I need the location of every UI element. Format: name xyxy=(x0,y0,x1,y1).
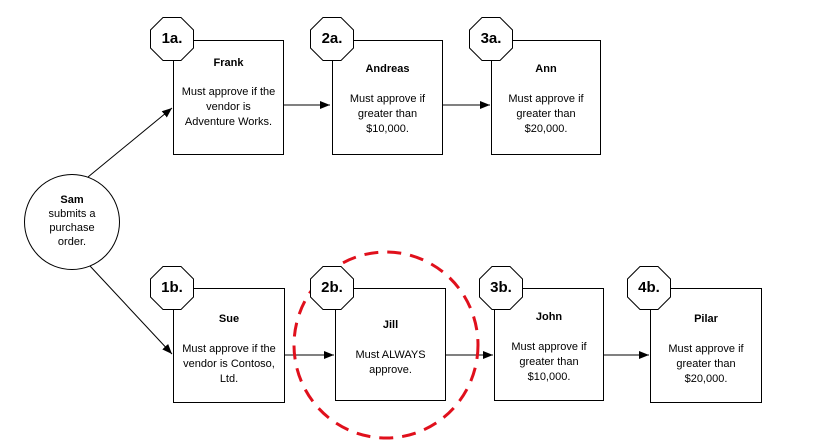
step-badge-3a: 3a. xyxy=(469,17,513,61)
step-description: Must approve if greater than $10,000. xyxy=(511,341,587,383)
badge-label: 2b. xyxy=(321,279,343,296)
step-name: John xyxy=(535,311,563,323)
start-node-sam: Sam submits a purchase order. xyxy=(24,174,120,270)
step-badge-1a: 1a. xyxy=(150,17,194,61)
step-badge-4b: 4b. xyxy=(627,266,671,310)
step-box-jill: Jill Must ALWAYS approve. xyxy=(335,288,446,401)
step-name: Frank xyxy=(213,57,244,69)
badge-label: 4b. xyxy=(638,279,660,296)
step-badge-2b: 2b. xyxy=(310,266,354,310)
badge-label: 1a. xyxy=(161,30,183,47)
step-description: Must approve if greater than $20,000. xyxy=(508,93,584,135)
step-name: Andreas xyxy=(365,63,410,75)
start-node-description: submits a purchase order. xyxy=(48,208,96,248)
step-name: Pilar xyxy=(694,313,718,325)
badge-label: 2a. xyxy=(321,30,343,47)
step-description: Must ALWAYS approve. xyxy=(355,349,426,376)
highlight-dashed-circle xyxy=(292,250,480,440)
badge-label: 3a. xyxy=(480,30,502,47)
step-name: Ann xyxy=(535,63,557,75)
badge-label: 3b. xyxy=(490,279,512,296)
arrow-sam-to-sue xyxy=(89,265,173,355)
step-box-andreas: Andreas Must approve if greater than $10… xyxy=(332,40,443,155)
step-box-pilar: Pilar Must approve if greater than $20,0… xyxy=(650,288,762,403)
step-badge-2a: 2a. xyxy=(310,17,354,61)
step-box-sue: Sue Must approve if the vendor is Contos… xyxy=(173,288,285,403)
arrow-sam-to-frank xyxy=(87,107,173,178)
step-description: Must approve if greater than $10,000. xyxy=(349,93,426,135)
step-box-frank: Frank Must approve if the vendor is Adve… xyxy=(173,40,284,155)
step-description: Must approve if greater than $20,000. xyxy=(668,343,744,385)
step-description: Must approve if the vendor is Adventure … xyxy=(181,86,276,128)
start-node-name: Sam xyxy=(60,194,84,206)
step-badge-3b: 3b. xyxy=(479,266,523,310)
step-name: Sue xyxy=(218,313,240,325)
step-name: Jill xyxy=(382,319,399,331)
step-badge-1b: 1b. xyxy=(150,266,194,310)
step-description: Must approve if the vendor is Contoso, L… xyxy=(182,343,276,385)
step-box-ann: Ann Must approve if greater than $20,000… xyxy=(491,40,601,155)
badge-label: 1b. xyxy=(161,279,183,296)
